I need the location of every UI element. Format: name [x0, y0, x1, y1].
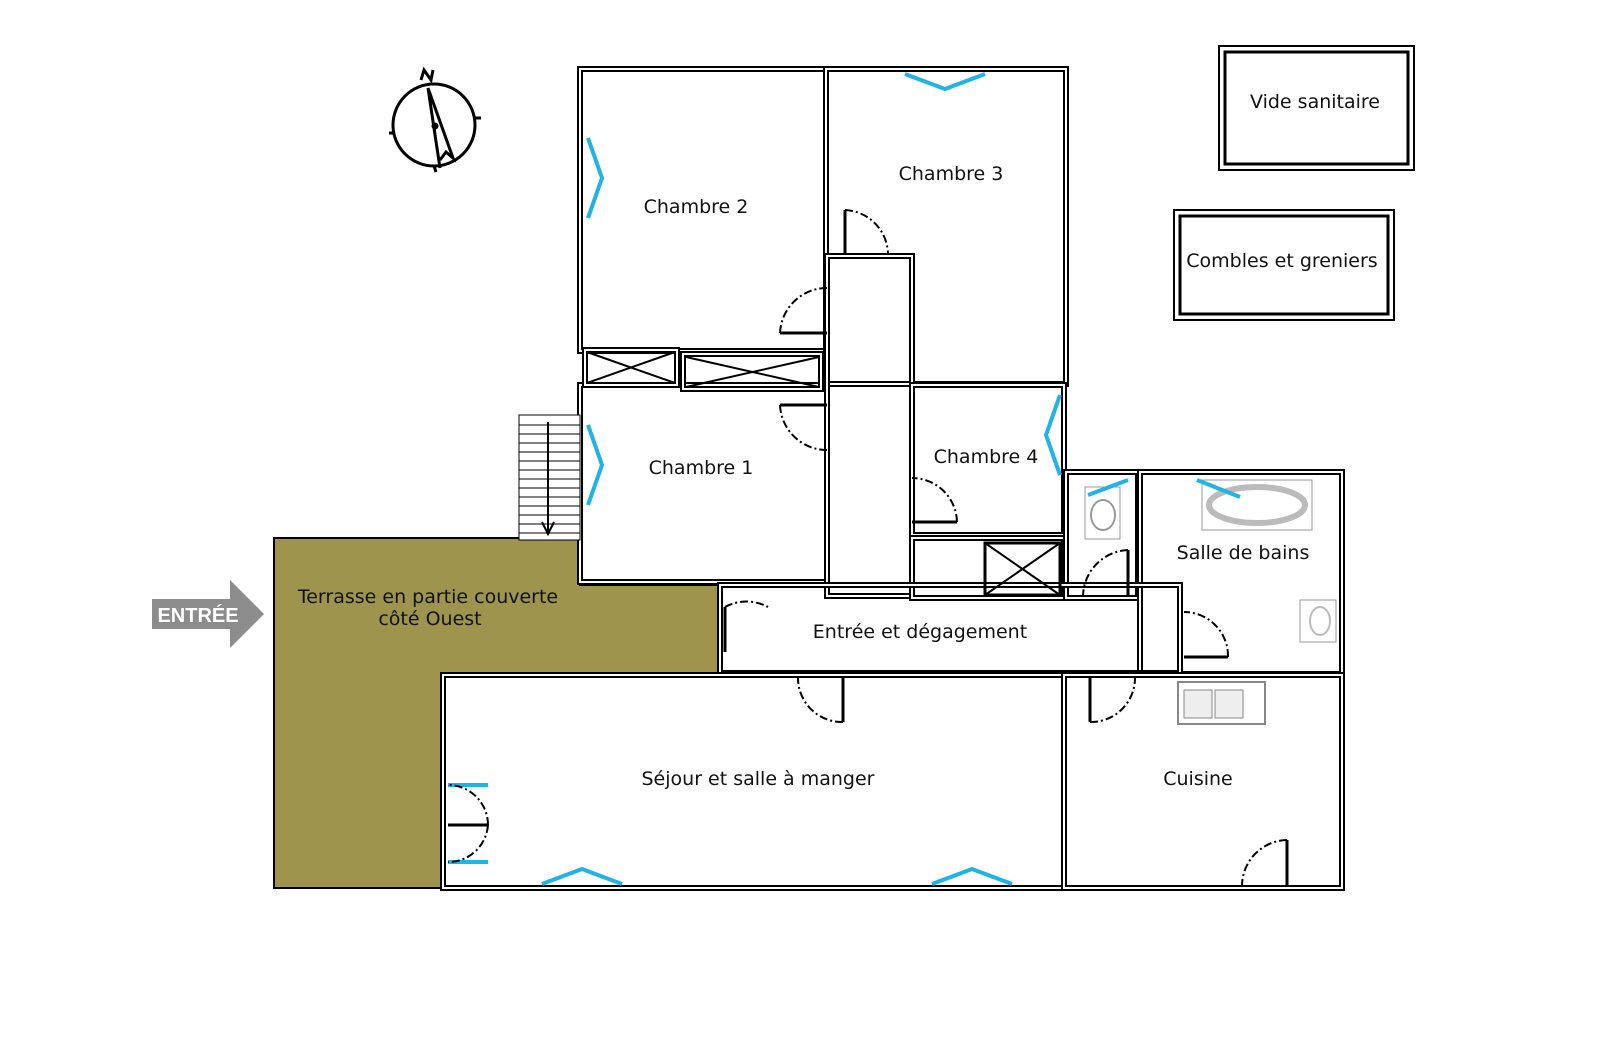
label-vide-sanitaire: Vide sanitaire	[1250, 91, 1380, 113]
wall	[823, 66, 1069, 387]
window	[586, 137, 605, 219]
wall	[577, 382, 830, 585]
door-swing	[844, 209, 890, 256]
closet-cross	[586, 351, 676, 384]
window	[931, 866, 1013, 886]
wall-inner	[825, 68, 1067, 385]
wall-inner	[826, 255, 913, 597]
sink-bowl	[1183, 689, 1213, 719]
door-swing	[779, 286, 828, 334]
door-swing	[447, 784, 489, 826]
wall	[909, 535, 1067, 601]
door-swing	[797, 677, 844, 724]
label-combles: Combles et greniers	[1186, 250, 1377, 272]
door-swing	[779, 404, 828, 452]
window	[541, 866, 623, 886]
room-sejour: Séjour et salle à manger	[642, 768, 875, 790]
entrance-arrow: ENTRÉE	[152, 580, 264, 648]
door-swing	[447, 824, 489, 864]
closet-cross	[984, 542, 1061, 596]
annex-vide-sanitaire: Vide sanitaire	[1218, 45, 1415, 171]
window	[1087, 478, 1129, 497]
wall	[824, 253, 915, 599]
closet-cross	[685, 356, 820, 388]
wall-inner	[682, 353, 822, 390]
room-cuisine: Cuisine	[1163, 768, 1233, 790]
washbasin-bowl	[1309, 606, 1331, 636]
sink-bowl	[1214, 689, 1244, 719]
north-compass-icon	[389, 66, 481, 173]
room-terrasse-line1: Terrasse en partie couverte	[297, 586, 558, 608]
wall-inner	[579, 384, 828, 583]
wall-inner	[1063, 674, 1343, 889]
stairs	[518, 414, 581, 541]
annex-combles: Combles et greniers	[1173, 209, 1395, 321]
room-entree-degagement: Entrée et dégagement	[813, 621, 1027, 643]
door-swing	[724, 600, 769, 608]
toilet-bowl	[1090, 499, 1116, 531]
stairs-arrow-icon	[541, 422, 555, 537]
door-swing	[1081, 549, 1129, 598]
window	[1196, 478, 1241, 499]
window	[1043, 394, 1062, 476]
room-chambre-2: Chambre 2	[644, 196, 749, 218]
entrance-label: ENTRÉE	[157, 604, 238, 627]
room-chambre-4: Chambre 4	[934, 446, 1039, 468]
room-chambre-1: Chambre 1	[649, 457, 754, 479]
window	[586, 424, 605, 506]
wall-inner	[911, 537, 1065, 599]
door-swing	[1241, 839, 1288, 887]
door-swing	[1089, 677, 1136, 724]
wall-inner	[584, 349, 678, 386]
room-chambre-3: Chambre 3	[899, 163, 1004, 185]
door-swing	[911, 477, 958, 523]
window	[904, 72, 986, 92]
bathtub-basin	[1206, 484, 1308, 526]
room-salle-de-bains: Salle de bains	[1177, 542, 1310, 564]
door-swing	[1183, 611, 1230, 658]
closet-box	[983, 541, 1062, 597]
room-terrasse-line2: côté Ouest	[378, 608, 481, 630]
